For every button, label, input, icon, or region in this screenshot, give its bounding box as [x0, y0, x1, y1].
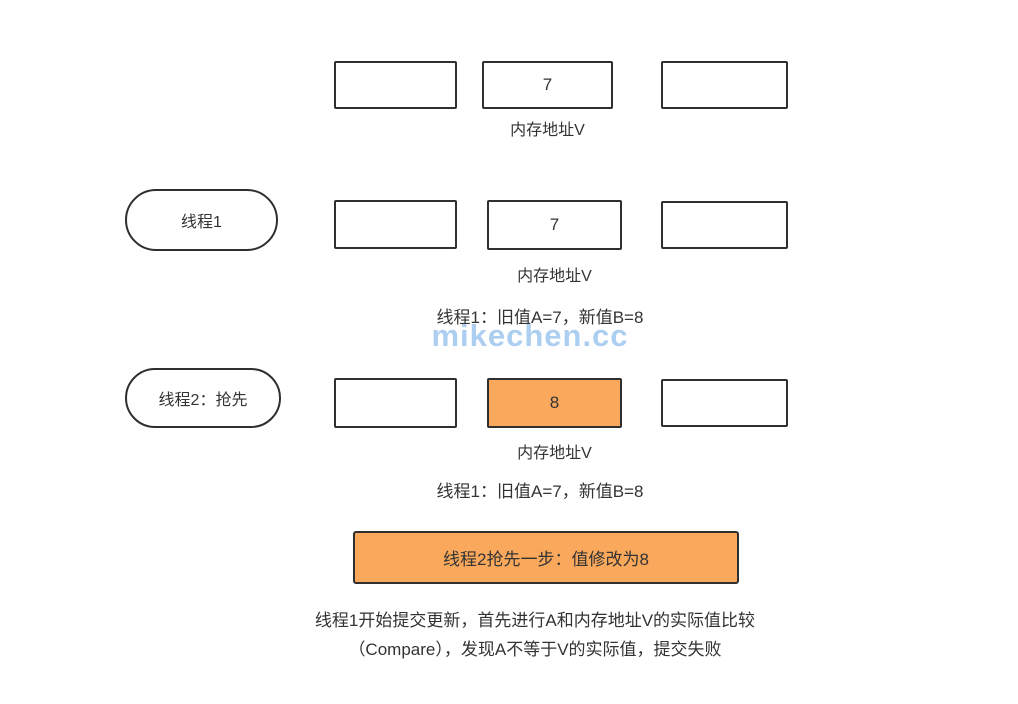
thread1-compare-caption: 线程1：旧值A=7，新值B=8: [436, 308, 644, 327]
memory-cell-left: [334, 200, 457, 249]
memory-cell-left: [334, 378, 457, 428]
memory-address-label: 内存地址V: [510, 122, 585, 139]
memory-cell-value: 7: [482, 61, 613, 109]
memory-address-label: 内存地址V: [517, 445, 592, 462]
cas-failure-line1: 线程1开始提交更新，首先进行A和内存地址V的实际值比较: [314, 611, 756, 630]
memory-address-label: 内存地址V: [517, 268, 592, 285]
watermark: mikechen.cc: [431, 318, 629, 353]
memory-cell-value: 7: [487, 200, 622, 250]
thread1-compare-caption: 线程1：旧值A=7，新值B=8: [436, 482, 644, 501]
thread2-update-banner: 线程2抢先一步：值修改为8: [353, 531, 739, 584]
thread2-pill: 线程2：抢先: [125, 368, 281, 428]
memory-cell-value-highlighted: 8: [487, 378, 622, 428]
memory-cell-right: [661, 379, 788, 427]
thread1-pill: 线程1: [125, 189, 278, 251]
cas-failure-line2: （Compare），发现A不等于V的实际值，提交失败: [348, 640, 722, 659]
cas-failure-description: 线程1开始提交更新，首先进行A和内存地址V的实际值比较 （Compare），发现…: [209, 606, 861, 664]
memory-cell-right: [661, 201, 788, 249]
memory-cell-left: [334, 61, 457, 109]
memory-cell-right: [661, 61, 788, 109]
